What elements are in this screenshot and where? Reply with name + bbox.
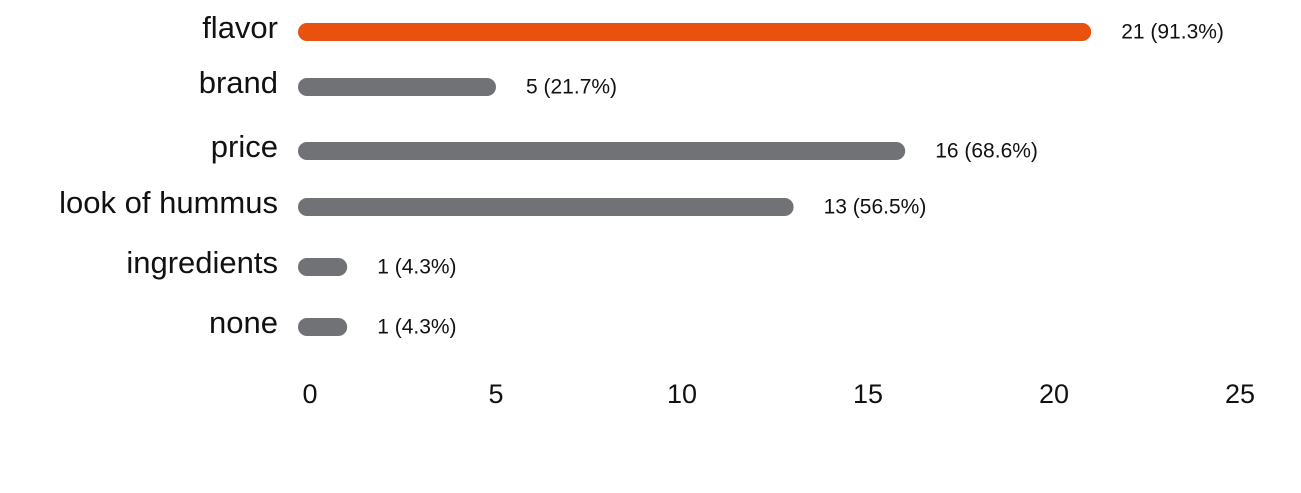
value-label: 5 (21.7%)	[526, 76, 617, 99]
bar-price	[298, 142, 906, 160]
bar-brand	[298, 78, 496, 96]
category-label: flavor	[202, 10, 278, 45]
bar-flavor	[298, 23, 1092, 41]
category-label: price	[211, 129, 278, 164]
category-label: brand	[199, 65, 278, 100]
x-tick-label: 0	[302, 379, 317, 409]
x-tick-label: 20	[1039, 379, 1069, 409]
x-tick-label: 10	[667, 379, 697, 409]
value-label: 16 (68.6%)	[935, 140, 1038, 163]
x-tick-label: 15	[853, 379, 883, 409]
x-tick-label: 5	[488, 379, 503, 409]
category-label: none	[209, 305, 278, 340]
bar-none	[298, 318, 348, 336]
value-label: 1 (4.3%)	[377, 316, 456, 339]
bar-ingredients	[298, 258, 348, 276]
value-label: 21 (91.3%)	[1121, 21, 1224, 44]
bar-look-of-hummus	[298, 198, 794, 216]
value-label: 1 (4.3%)	[377, 256, 456, 279]
category-label: look of hummus	[59, 185, 278, 220]
category-label: ingredients	[126, 245, 278, 280]
x-tick-label: 25	[1225, 379, 1255, 409]
value-label: 13 (56.5%)	[824, 196, 927, 219]
